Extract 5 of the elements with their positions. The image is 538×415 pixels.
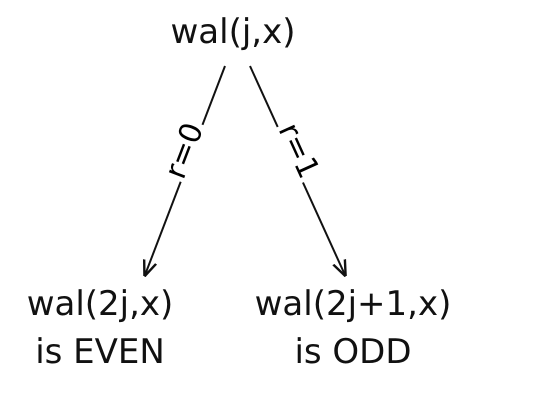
function-label: wal(2j,x) bbox=[26, 283, 174, 326]
node-caption: is ODD bbox=[293, 331, 413, 374]
function-label: wal(j,x) bbox=[170, 11, 296, 54]
node-caption: is EVEN bbox=[34, 331, 166, 374]
function-label: wal(2j+1,x) bbox=[254, 283, 452, 326]
